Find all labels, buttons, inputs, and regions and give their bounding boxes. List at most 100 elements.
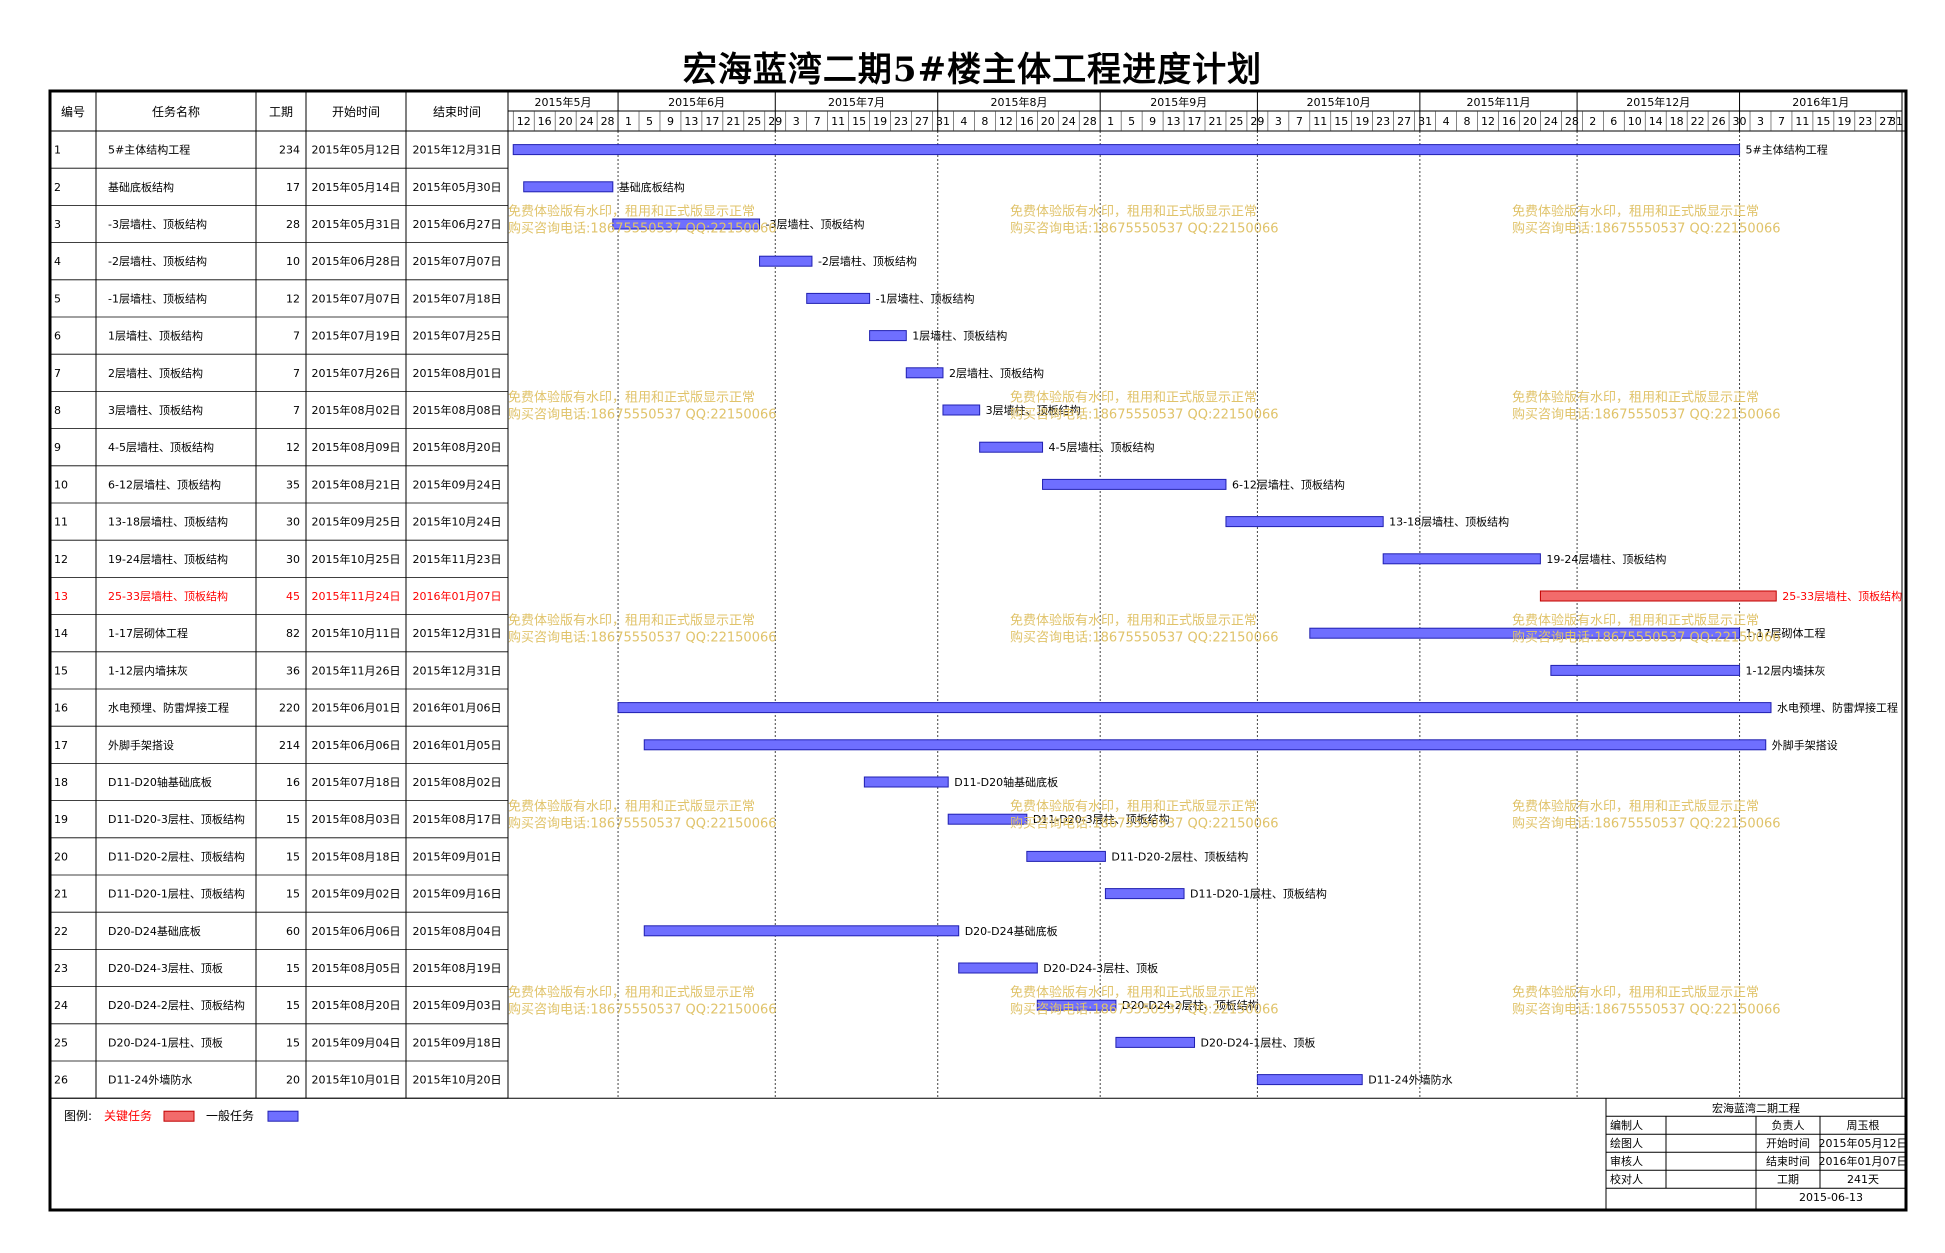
task-start: 2015年08月02日 (312, 403, 401, 417)
day-tick-label: 23 (1376, 115, 1390, 128)
task-end: 2015年08月01日 (413, 366, 502, 380)
task-end: 2016年01月06日 (413, 701, 502, 715)
task-bar (947, 813, 1028, 825)
task-end: 2015年12月31日 (413, 143, 502, 157)
task-bar (1104, 888, 1185, 900)
watermark-text: 免费体验版有水印，租用和正式版显示正常 (508, 985, 755, 1001)
task-bar (1115, 1036, 1196, 1048)
task-id: 4 (54, 255, 61, 268)
day-tick-label: 16 (1020, 115, 1034, 128)
day-tick-label: 6 (1610, 115, 1617, 128)
task-start: 2015年06月06日 (312, 738, 401, 752)
task-end: 2015年06月27日 (413, 217, 502, 231)
day-tick-label: 14 (1649, 115, 1663, 128)
month-label: 2015年8月 (990, 95, 1047, 109)
watermark-text: 购买咨询电话:18675550537 QQ:22150066 (508, 220, 777, 236)
day-tick-label: 21 (1208, 115, 1222, 128)
watermark-text: 购买咨询电话:18675550537 QQ:22150066 (1512, 630, 1781, 646)
task-bar (1382, 553, 1541, 565)
watermark-text: 免费体验版有水印，租用和正式版显示正常 (1512, 389, 1759, 405)
bar-label: -2层墙柱、顶板结构 (818, 254, 917, 268)
day-tick-label: 21 (726, 115, 740, 128)
task-id: 20 (54, 850, 68, 863)
task-duration: 36 (286, 664, 300, 677)
watermark-text: 免费体验版有水印，租用和正式版显示正常 (1512, 203, 1759, 219)
task-end: 2015年08月20日 (413, 440, 502, 454)
task-name: 外脚手架搭设 (108, 738, 174, 752)
task-bar (1309, 627, 1741, 639)
task-name: -3层墙柱、顶板结构 (108, 217, 207, 231)
task-id: 8 (54, 404, 61, 417)
task-end: 2015年11月23日 (413, 552, 502, 566)
watermark-text: 免费体验版有水印，租用和正式版显示正常 (1010, 985, 1257, 1001)
bar-label: D11-24外墙防水 (1368, 1073, 1452, 1087)
task-bar (1036, 999, 1117, 1011)
task-name: 水电预埋、防雷焊接工程 (108, 701, 229, 715)
task-start: 2015年09月02日 (312, 887, 401, 901)
task-start: 2015年08月09日 (312, 440, 401, 454)
watermark-text: 免费体验版有水印，租用和正式版显示正常 (508, 389, 755, 405)
task-duration: 82 (286, 627, 300, 640)
bar-label: 3层墙柱、顶板结构 (986, 403, 1081, 417)
bar-label: D11-D20-1层柱、顶板结构 (1190, 887, 1327, 901)
day-tick-label: 13 (1167, 115, 1181, 128)
task-id: 23 (54, 962, 68, 975)
watermark-text: 购买咨询电话:18675550537 QQ:22150066 (1512, 406, 1781, 422)
day-tick-label: 20 (1041, 115, 1055, 128)
day-tick-label: 29 (768, 115, 782, 128)
day-tick-label: 7 (1778, 115, 1785, 128)
task-end: 2015年08月17日 (413, 812, 502, 826)
watermark-text: 购买咨询电话:18675550537 QQ:22150066 (508, 816, 777, 832)
task-name: D11-24外墙防水 (108, 1073, 192, 1087)
task-bar (806, 292, 871, 304)
day-tick-label: 31 (936, 115, 950, 128)
task-end: 2015年10月20日 (413, 1073, 502, 1087)
task-bar (942, 404, 981, 416)
day-tick-label: 11 (1795, 115, 1809, 128)
day-tick-label: 20 (1523, 115, 1537, 128)
task-duration: 7 (293, 367, 300, 380)
watermark-text: 免费体验版有水印，租用和正式版显示正常 (1010, 389, 1257, 405)
task-duration: 30 (286, 553, 300, 566)
task-duration: 60 (286, 925, 300, 938)
day-tick-label: 10 (1628, 115, 1642, 128)
task-name: D20-D24-2层柱、顶板结构 (108, 998, 245, 1012)
task-id: 13 (54, 590, 68, 603)
task-start: 2015年07月19日 (312, 329, 401, 343)
task-bar (643, 925, 960, 937)
task-start: 2015年08月21日 (312, 477, 401, 491)
day-tick-label: 11 (831, 115, 845, 128)
task-name: D20-D24-3层柱、顶板 (108, 961, 223, 975)
task-name: 4-5层墙柱、顶板结构 (108, 440, 214, 454)
column-header: 开始时间 (332, 105, 380, 119)
task-name: D11-D20-2层柱、顶板结构 (108, 849, 245, 863)
bar-label: D11-D20-2层柱、顶板结构 (1111, 849, 1248, 863)
task-id: 24 (54, 999, 68, 1012)
critical-task-bar (1539, 590, 1777, 602)
task-duration: 214 (279, 739, 300, 752)
day-tick-label: 5 (1128, 115, 1135, 128)
task-bar (643, 739, 1767, 751)
day-tick-label: 28 (1565, 115, 1579, 128)
task-bar (979, 441, 1044, 453)
task-start: 2015年08月20日 (312, 998, 401, 1012)
task-bar (863, 776, 949, 788)
day-tick-label: 27 (1879, 115, 1893, 128)
bar-label: 外脚手架搭设 (1772, 738, 1838, 752)
task-duration: 10 (286, 255, 300, 268)
task-bar (612, 218, 761, 230)
task-end: 2015年07月18日 (413, 291, 502, 305)
bar-label: 5#主体结构工程 (1746, 143, 1828, 157)
task-start: 2015年07月07日 (312, 291, 401, 305)
info-value: 周玉根 (1847, 1118, 1880, 1132)
task-name: D11-D20-1层柱、顶板结构 (108, 887, 245, 901)
month-label: 2015年12月 (1626, 95, 1690, 109)
day-tick-label: 7 (814, 115, 821, 128)
task-name: 1层墙柱、顶板结构 (108, 329, 203, 343)
info-value: 241天 (1847, 1173, 1879, 1186)
bar-label: 1层墙柱、顶板结构 (912, 329, 1007, 343)
day-tick-label: 22 (1691, 115, 1705, 128)
